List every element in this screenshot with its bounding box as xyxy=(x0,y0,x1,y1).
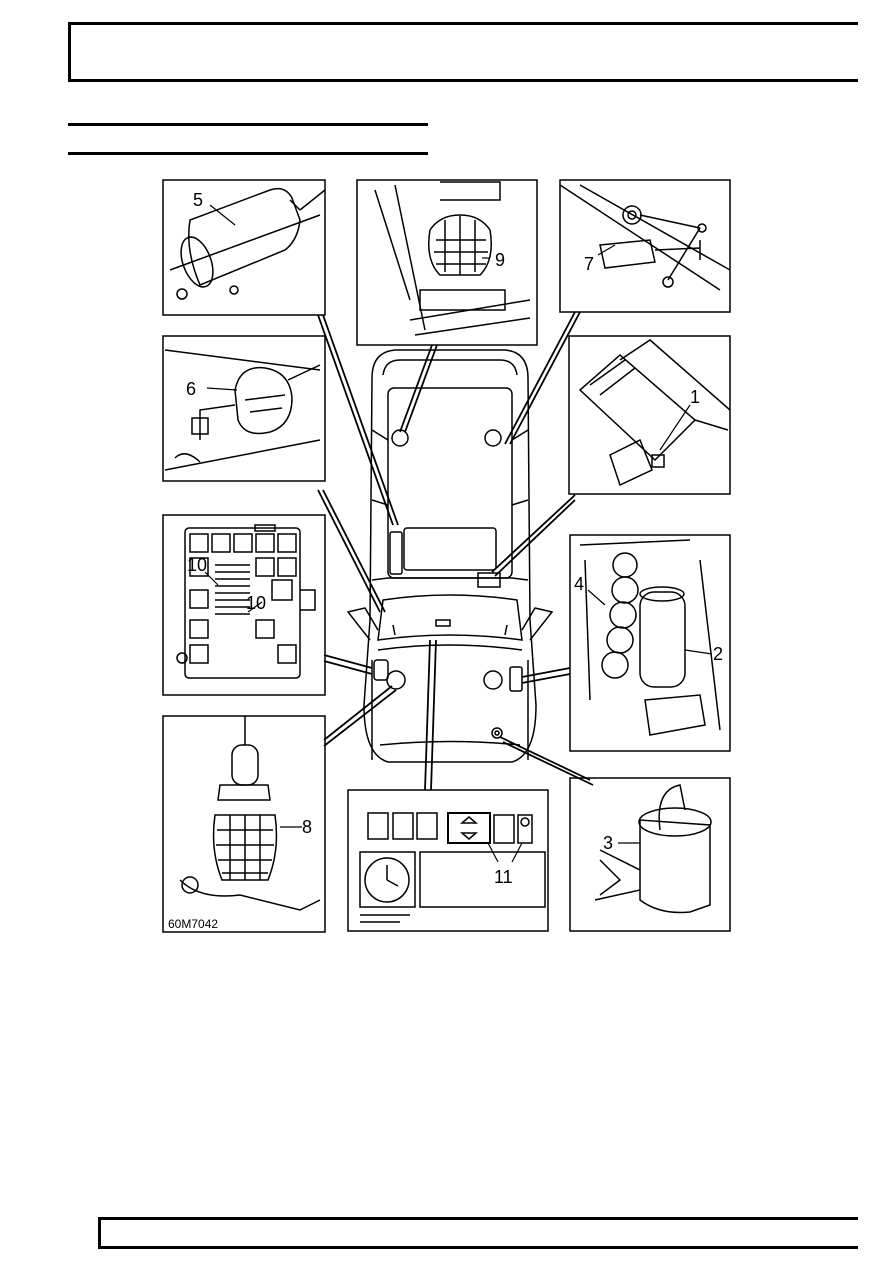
callout-5: 5 xyxy=(193,190,203,210)
callout-1: 1 xyxy=(690,387,700,407)
callout-11: 11 xyxy=(494,867,513,887)
callout-2: 2 xyxy=(713,644,723,664)
panel-control-unit xyxy=(568,335,731,495)
panel-rear-height-sensor xyxy=(162,335,326,482)
callout-10-left: 10 xyxy=(187,555,207,575)
callout-10-right: 10 xyxy=(246,593,266,613)
callout-4: 4 xyxy=(574,574,584,594)
header-box xyxy=(68,22,858,82)
panel-dashboard-switches xyxy=(347,789,549,932)
callout-7: 7 xyxy=(584,254,594,274)
callout-6: 6 xyxy=(186,379,196,399)
callout-3: 3 xyxy=(603,833,613,853)
figure-code: 60M7042 xyxy=(168,917,218,931)
footer-box xyxy=(98,1217,858,1249)
section-rule-bottom xyxy=(68,152,428,155)
vehicle-top-view xyxy=(346,349,554,763)
section-rule-top xyxy=(68,123,428,126)
leader-lines xyxy=(317,311,594,791)
panel-height-sensor xyxy=(559,179,731,313)
callout-9: 9 xyxy=(495,250,505,270)
callout-ticks xyxy=(204,204,713,863)
callout-8: 8 xyxy=(302,817,312,837)
panel-accumulator xyxy=(162,179,326,316)
panel-fuse-box xyxy=(162,514,326,696)
panel-compressor xyxy=(569,777,731,932)
panel-rear-air-spring xyxy=(162,715,326,933)
panel-valve-block xyxy=(569,534,731,752)
panel-front-air-spring xyxy=(356,179,538,346)
